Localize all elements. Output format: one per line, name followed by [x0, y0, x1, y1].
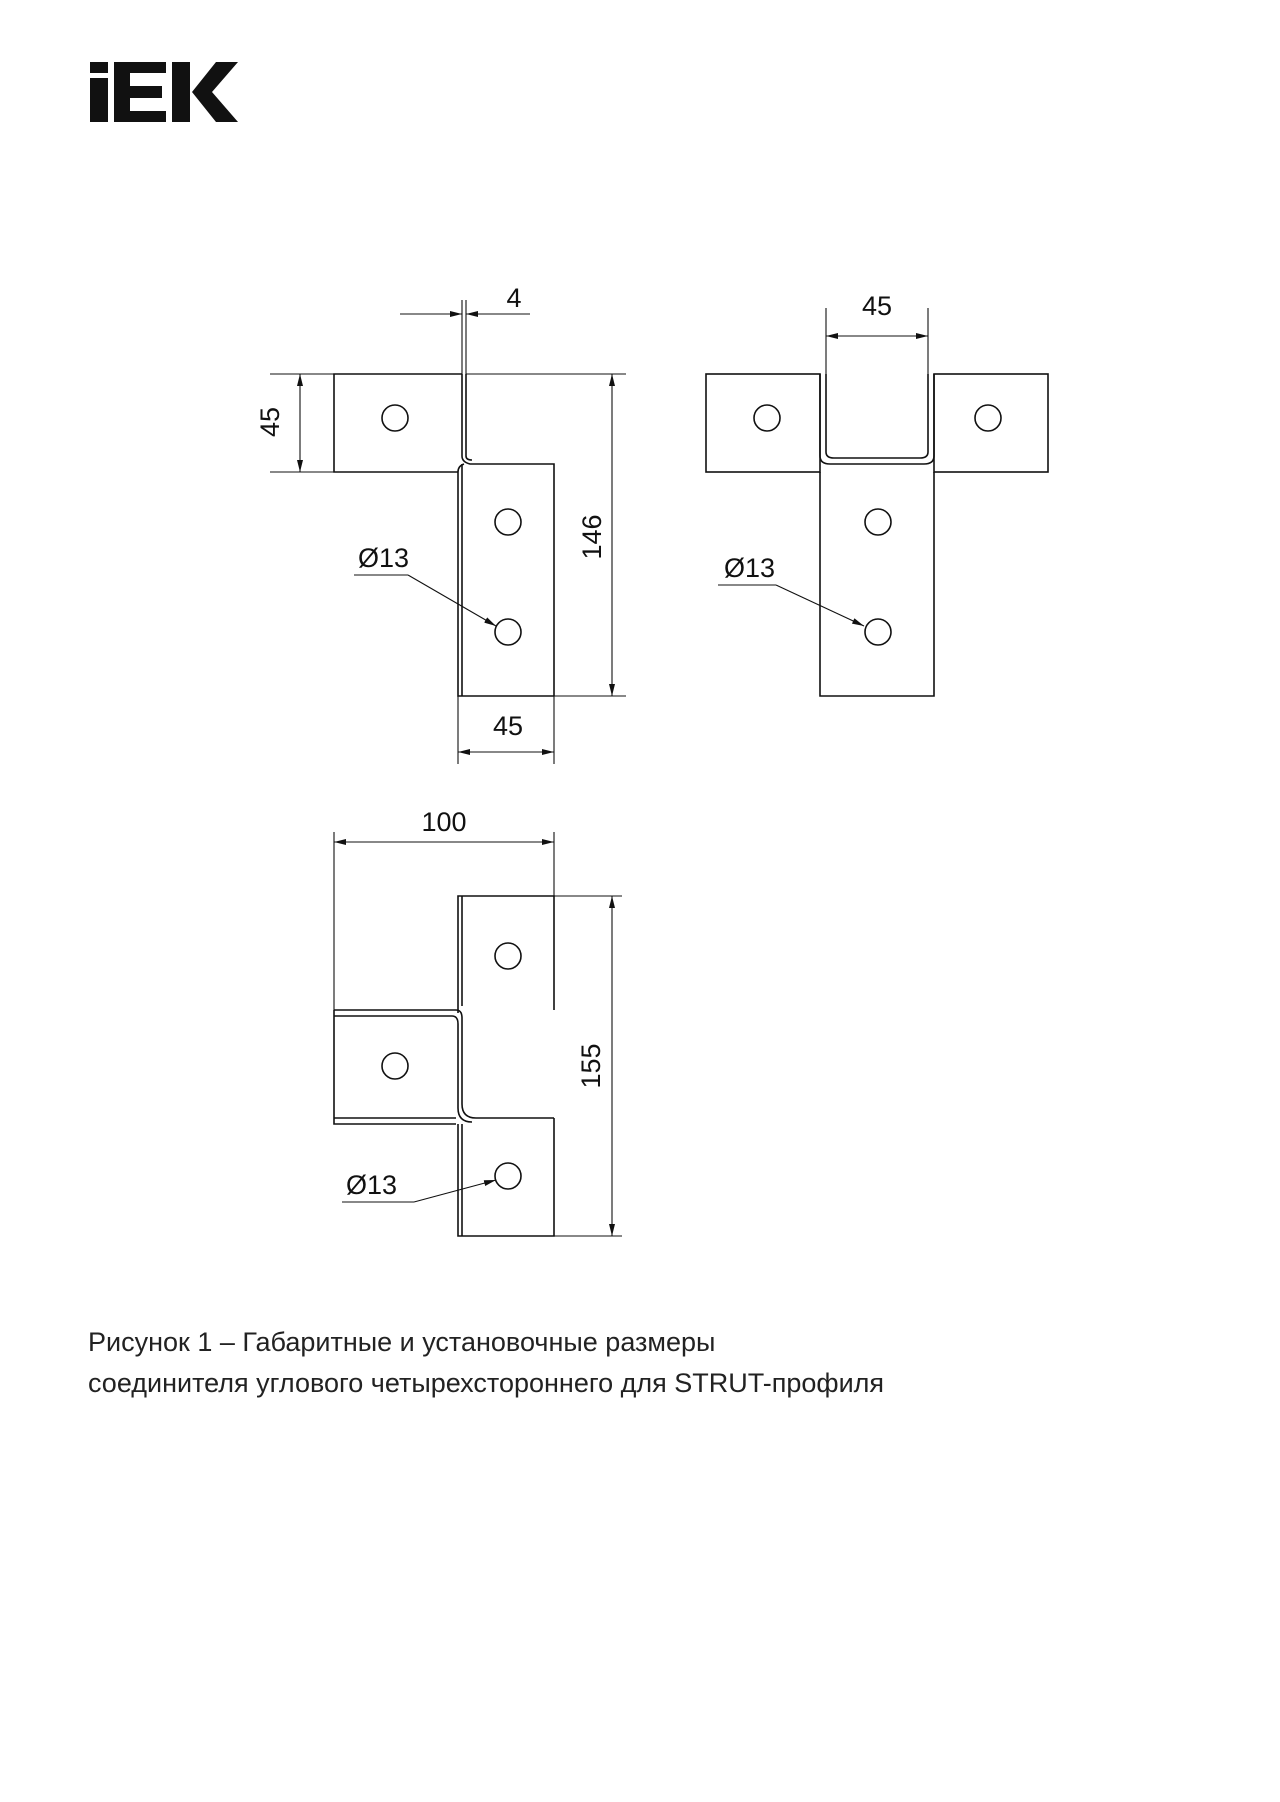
top-dim-height: 155 — [576, 1043, 606, 1088]
iek-logo — [90, 62, 238, 122]
top-middle-bend-inner — [334, 1015, 473, 1123]
front-dim-tab-height: 45 — [255, 407, 285, 437]
top-middle-bend — [334, 1009, 554, 1119]
front-lower-leg — [457, 463, 554, 697]
front-dim-width: 45 — [493, 711, 523, 741]
side-hole-lower — [864, 618, 892, 646]
front-hole-lower — [494, 618, 522, 646]
top-view: 100 155 Ø13 — [333, 807, 622, 1237]
front-bend-inner — [465, 374, 473, 461]
top-upper-block — [457, 895, 555, 1013]
top-dim-width: 100 — [421, 807, 466, 837]
front-view: 4 45 146 45 Ø13 — [255, 283, 626, 764]
figure-caption: Рисунок 1 – Габаритные и установочные ра… — [88, 1322, 1188, 1404]
top-left-tab — [333, 1010, 456, 1125]
side-hole-left — [753, 404, 781, 432]
front-dim-total-height: 146 — [577, 514, 607, 559]
caption-line-1: Рисунок 1 – Габаритные и установочные ра… — [88, 1327, 716, 1357]
front-bend-outer — [461, 374, 555, 696]
side-view: 45 Ø13 — [705, 291, 1049, 697]
top-hole-upper — [494, 942, 522, 970]
caption-line-2: соединителя углового четырехстороннего д… — [88, 1368, 885, 1398]
front-left-tab — [333, 373, 462, 473]
side-dim-channel-width: 45 — [862, 291, 892, 321]
side-dim-hole: Ø13 — [724, 553, 775, 583]
top-hole-left — [381, 1052, 409, 1080]
front-dim-thickness: 4 — [506, 283, 521, 313]
front-hole-tab — [381, 404, 409, 432]
front-hole-upper — [494, 508, 522, 536]
top-hole-lower — [494, 1162, 522, 1190]
side-hole-upper — [864, 508, 892, 536]
front-dim-hole: Ø13 — [358, 543, 409, 573]
top-lower-block — [457, 1118, 555, 1237]
side-lower-leg — [819, 472, 935, 697]
side-channel-outer — [819, 374, 935, 465]
side-channel-inner — [825, 374, 929, 459]
top-dim-hole: Ø13 — [346, 1170, 397, 1200]
side-hole-right — [974, 404, 1002, 432]
